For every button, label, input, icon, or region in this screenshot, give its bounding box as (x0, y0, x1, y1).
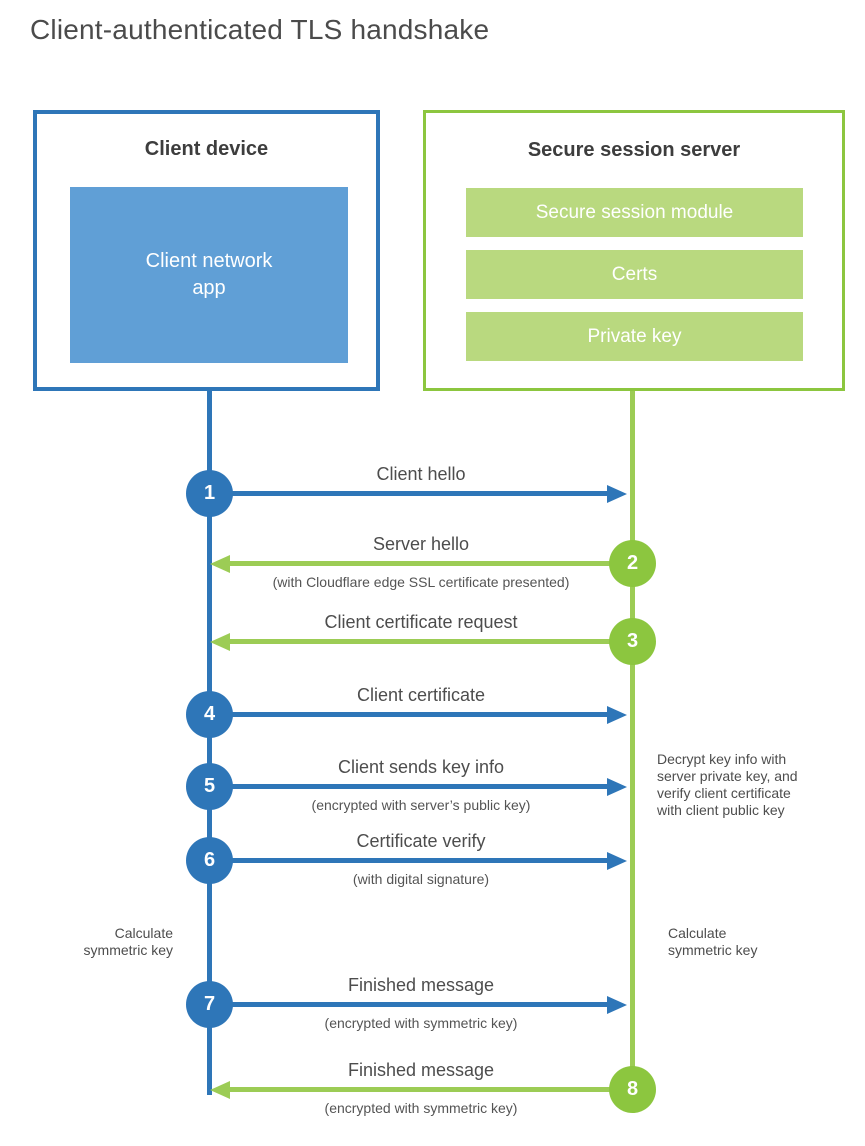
client-lifeline (207, 391, 212, 1095)
step-circle: 2 (609, 540, 656, 587)
client-network-app-label: Client network app (145, 250, 273, 299)
calculate-symmetric-key-server-note: Calculate symmetric key (668, 925, 758, 958)
server-module-certs: Certs (466, 250, 803, 299)
client-device-title: Client device (144, 138, 269, 160)
step-circle: 4 (186, 691, 233, 738)
message-label: Server hello (372, 534, 470, 554)
server-module-private-key: Private key (466, 312, 803, 361)
message-label: Client hello (376, 464, 466, 484)
message-sublabel: (encrypted with symmetric key) (324, 1015, 518, 1031)
decrypt-key-info-note: Decrypt key info with server private key… (657, 751, 798, 818)
message-arrow (211, 491, 609, 496)
message-sublabel: (encrypted with server’s public key) (311, 797, 531, 813)
message-arrow (211, 712, 609, 717)
message-arrow (211, 858, 609, 863)
message-arrow (228, 561, 633, 566)
step-circle: 1 (186, 470, 233, 517)
arrowhead-left-icon (210, 555, 230, 573)
arrowhead-right-icon (607, 485, 627, 503)
message-sublabel: (with Cloudflare edge SSL certificate pr… (272, 574, 570, 590)
message-arrow (228, 1087, 633, 1092)
step-circle: 5 (186, 763, 233, 810)
message-label: Finished message (347, 1060, 495, 1080)
step-circle: 3 (609, 618, 656, 665)
calculate-symmetric-key-client-note: Calculate symmetric key (83, 925, 173, 958)
step-number: 5 (203, 775, 216, 797)
arrowhead-right-icon (607, 996, 627, 1014)
message-arrow (211, 784, 609, 789)
message-label: Client certificate request (324, 612, 518, 632)
arrowhead-left-icon (210, 1081, 230, 1099)
step-number: 1 (203, 482, 216, 504)
message-label: Client certificate (356, 685, 486, 705)
step-number: 2 (626, 552, 639, 574)
message-label: Certificate verify (356, 831, 486, 851)
message-arrow (228, 639, 633, 644)
step-number: 7 (203, 993, 216, 1015)
step-number: 4 (203, 703, 216, 725)
page-title: Client-authenticated TLS handshake (30, 14, 490, 45)
message-sublabel: (encrypted with symmetric key) (324, 1100, 518, 1116)
arrowhead-right-icon (607, 852, 627, 870)
message-label: Client sends key info (337, 757, 505, 777)
step-circle: 6 (186, 837, 233, 884)
arrowhead-right-icon (607, 706, 627, 724)
client-network-app-box: Client network app (70, 187, 348, 363)
step-number: 8 (626, 1078, 639, 1100)
arrowhead-left-icon (210, 633, 230, 651)
message-arrow (211, 1002, 609, 1007)
message-sublabel: (with digital signature) (352, 871, 490, 887)
step-number: 6 (203, 849, 216, 871)
step-circle: 8 (609, 1066, 656, 1113)
arrowhead-right-icon (607, 778, 627, 796)
server-module-secure-session: Secure session module (466, 188, 803, 237)
step-number: 3 (626, 630, 639, 652)
server-lifeline (630, 391, 635, 1091)
message-label: Finished message (347, 975, 495, 995)
secure-session-server-title: Secure session server (527, 139, 741, 161)
step-circle: 7 (186, 981, 233, 1028)
